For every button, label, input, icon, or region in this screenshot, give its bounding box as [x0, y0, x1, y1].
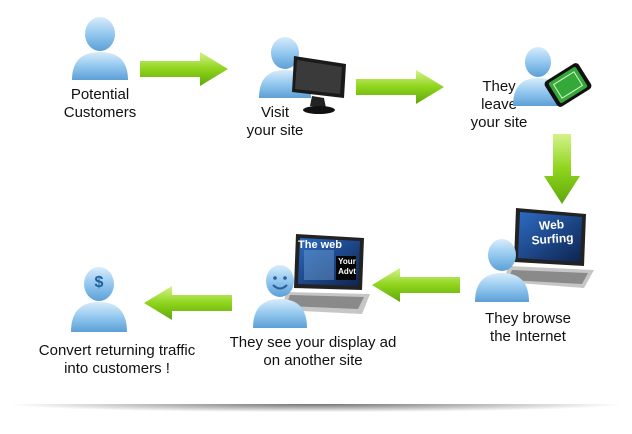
monitor-icon [292, 56, 346, 114]
step-browse-internet: They browse the Internet [485, 310, 571, 345]
smartphone-icon [544, 63, 592, 107]
laptop-icon [504, 208, 594, 288]
customer-dollar-icon [71, 267, 127, 332]
smiling-person-icon [253, 265, 307, 328]
person-icon [72, 17, 128, 80]
laptop-icon [282, 234, 370, 314]
arrow-right-icon [356, 70, 444, 104]
step-see-display-ad: They see your display ad on another site [229, 334, 397, 369]
step-leave-site: They leave your site [470, 78, 528, 131]
screen-the-web: The web [298, 239, 343, 251]
dollar-icon: $ [94, 274, 104, 291]
person-icon [475, 239, 529, 302]
screen-your-advt: Your Advt [338, 257, 356, 276]
arrow-down-icon [544, 134, 580, 204]
arrow-left-icon [144, 286, 232, 320]
arrow-right-icon [140, 52, 228, 86]
step-potential-customers: Potential Customers [63, 86, 137, 121]
screen-web-surfing: Web Surfing [531, 217, 574, 248]
step-visit-site: Visit your site [246, 104, 304, 139]
arrow-left-icon [372, 268, 460, 302]
step-convert-traffic: Convert returning traffic into customers… [38, 342, 196, 377]
